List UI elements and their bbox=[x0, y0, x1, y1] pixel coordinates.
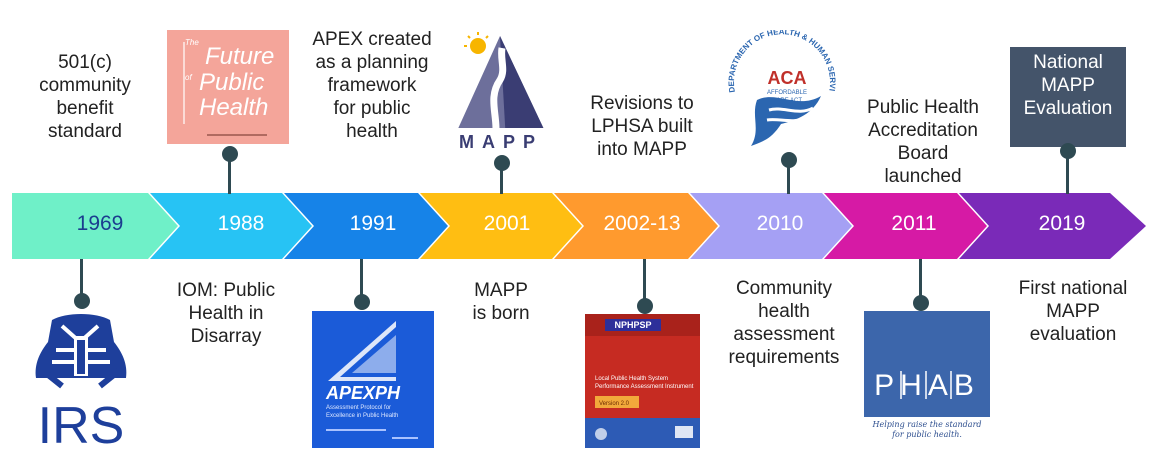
mapp-logo-art: MAPP bbox=[446, 32, 556, 152]
svg-text:Performance Assessment Instrum: Performance Assessment Instrument bbox=[595, 384, 694, 390]
connector-dot-1969 bbox=[74, 293, 90, 309]
irs-logo: IRS bbox=[22, 312, 140, 453]
mapp-logo: MAPP bbox=[446, 30, 556, 152]
aca-seal-art: DEPARTMENT OF HEALTH & HUMAN SERVICES·US… bbox=[714, 23, 837, 146]
connector-dot-2010 bbox=[781, 152, 797, 168]
connector-2010 bbox=[787, 160, 790, 194]
segment-1969 bbox=[12, 193, 178, 259]
nphpsp-cover-art: NPHPSP Local Public Health System Perfor… bbox=[585, 314, 700, 448]
svg-text:ACA: ACA bbox=[768, 68, 807, 88]
svg-text:MAPP: MAPP bbox=[459, 132, 543, 150]
year-2019: 2019 bbox=[1038, 212, 1086, 235]
phab-tagline: Helping raise the standard for public he… bbox=[872, 420, 982, 439]
connector-2001 bbox=[500, 163, 503, 194]
year-1969: 1969 bbox=[76, 212, 124, 235]
svg-text:of: of bbox=[185, 73, 192, 82]
connector-1988 bbox=[228, 154, 231, 194]
year-2001: 2001 bbox=[483, 212, 531, 235]
connector-dot-2002-13 bbox=[637, 298, 653, 314]
year-1988: 1988 bbox=[217, 212, 265, 235]
svg-text:IRS: IRS bbox=[38, 397, 125, 448]
connector-2019 bbox=[1066, 150, 1069, 194]
svg-text:Health: Health bbox=[199, 94, 268, 121]
connector-2002-13 bbox=[643, 259, 646, 303]
segment-1988 bbox=[150, 193, 312, 259]
phab-logo: PHAB Helping raise the standard for publ… bbox=[864, 311, 990, 448]
connector-dot-1991 bbox=[354, 294, 370, 310]
connector-2011 bbox=[919, 259, 922, 301]
connector-1991 bbox=[360, 259, 363, 299]
svg-text:APEXPH: APEXPH bbox=[325, 383, 401, 403]
connector-1969 bbox=[80, 259, 83, 299]
year-1991: 1991 bbox=[349, 212, 397, 235]
phab-logo-art: PHAB bbox=[874, 369, 980, 402]
svg-text:NPHPSP: NPHPSP bbox=[614, 320, 651, 330]
svg-text:Local Public Health System: Local Public Health System bbox=[595, 376, 668, 382]
apexph-cover-art: APEXPH Assessment Protocol for Excellenc… bbox=[325, 321, 418, 439]
segment-1991 bbox=[284, 193, 448, 259]
segment-2019 bbox=[959, 193, 1146, 259]
year-2011: 2011 bbox=[891, 212, 937, 235]
svg-text:Version 2.0: Version 2.0 bbox=[599, 401, 630, 407]
svg-text:Assessment Protocol for: Assessment Protocol for bbox=[326, 405, 391, 411]
svg-text:PHAB: PHAB bbox=[874, 369, 980, 402]
aca-hhs-seal: DEPARTMENT OF HEALTH & HUMAN SERVICES·US… bbox=[714, 23, 847, 150]
svg-text:The: The bbox=[185, 38, 199, 47]
future-of-public-health-book: The Future of Public Health bbox=[167, 30, 289, 144]
connector-dot-2019 bbox=[1060, 143, 1076, 159]
svg-text:Future: Future bbox=[205, 43, 274, 70]
svg-text:AFFORDABLE: AFFORDABLE bbox=[767, 90, 807, 96]
connector-dot-2001 bbox=[494, 155, 510, 171]
apexph-book: APEXPH Assessment Protocol for Excellenc… bbox=[312, 311, 434, 448]
phab-logo-box: PHAB bbox=[864, 311, 990, 417]
segment-2011 bbox=[824, 193, 987, 259]
svg-text:Excellence in Public Health: Excellence in Public Health bbox=[326, 413, 398, 419]
segment-2001 bbox=[420, 193, 582, 259]
book-cover-art: The Future of Public Health bbox=[183, 38, 274, 136]
year-2010: 2010 bbox=[756, 212, 804, 235]
year-2002-13: 2002-13 bbox=[603, 212, 681, 235]
connector-dot-2011 bbox=[913, 295, 929, 311]
svg-text:Public: Public bbox=[199, 69, 264, 96]
segment-2010 bbox=[690, 193, 852, 259]
connector-dot-1988 bbox=[222, 146, 238, 162]
nphpsp-book: NPHPSP Local Public Health System Perfor… bbox=[585, 314, 700, 448]
irs-logo-art: IRS bbox=[35, 314, 127, 453]
segment-2002-13 bbox=[554, 193, 718, 259]
